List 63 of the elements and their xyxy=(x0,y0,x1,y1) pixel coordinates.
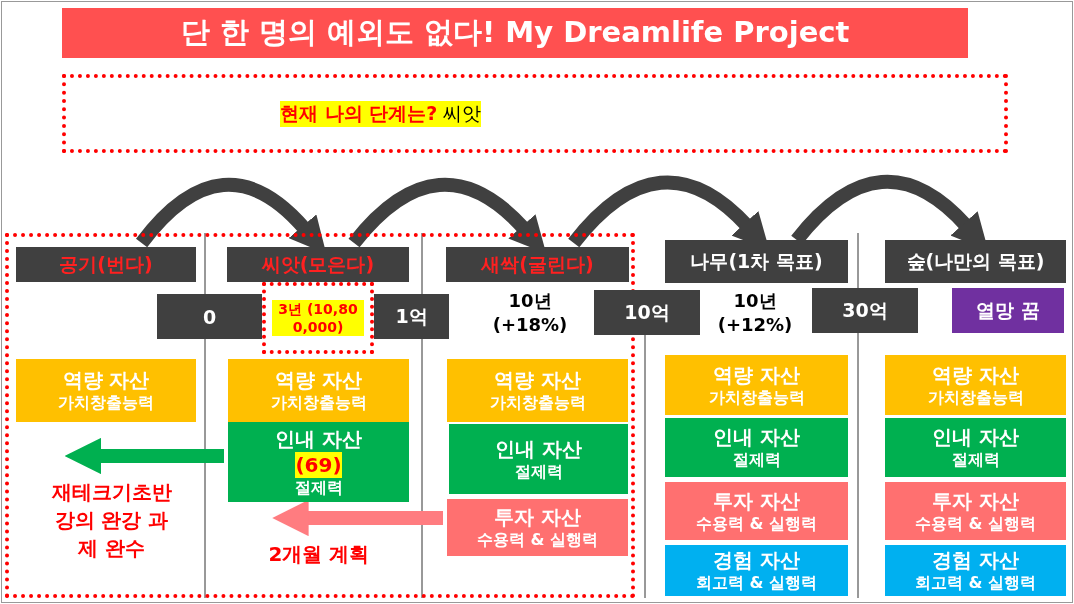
title-banner: 단 한 명의 예외도 없다! My Dreamlife Project xyxy=(62,8,968,58)
milestone-bar: 30억 xyxy=(812,288,918,333)
asset-card xyxy=(447,359,628,422)
asset-card xyxy=(228,359,409,422)
asset-card xyxy=(885,418,1066,477)
card-subtitle: 절제력 xyxy=(732,450,781,471)
period-text: 3년 (10,800,000) xyxy=(272,300,364,336)
stage-header: 새싹(굴린다) xyxy=(446,247,629,282)
asset-card xyxy=(885,355,1066,415)
card-title: 인내 자산 xyxy=(713,424,800,451)
asset-card xyxy=(665,482,848,540)
card-subtitle: 가치창출능력 xyxy=(58,393,154,414)
dotted-box xyxy=(262,282,374,354)
period-label: 10년 (+18%) xyxy=(491,288,569,337)
asset-card xyxy=(447,499,628,556)
card-title: 경험 자산 xyxy=(713,547,800,574)
milestone-bar: 0 xyxy=(157,294,262,339)
card-title: 경험 자산 xyxy=(932,547,1019,574)
asset-card xyxy=(885,482,1066,540)
asset-card xyxy=(665,418,848,477)
score-text: (69) xyxy=(295,451,342,478)
note-text: 2개월 계획 xyxy=(234,534,404,574)
card-subtitle: 절제력 xyxy=(294,477,343,499)
card-subtitle: 절제력 xyxy=(951,450,1000,471)
goal-badge: 열망 꿈 xyxy=(952,288,1064,333)
milestone-bar: 10억 xyxy=(594,290,700,335)
card-subtitle: 수용력 & 실행력 xyxy=(695,513,818,535)
card-subtitle: 가치창출능력 xyxy=(270,393,367,414)
card-title: 역량 자산 xyxy=(275,367,362,394)
card-title: 역량 자산 xyxy=(494,367,581,394)
arrow xyxy=(64,437,224,475)
asset-card xyxy=(665,355,848,415)
card-title: 인내 자산 xyxy=(495,435,582,462)
asset-card xyxy=(16,359,196,422)
card-subtitle: 가치창출능력 xyxy=(708,387,805,409)
card-subtitle: 가치창출능력 xyxy=(927,387,1024,409)
asset-card xyxy=(665,545,848,596)
card-title: 인내 자산 xyxy=(932,424,1019,451)
card-title: 투자 자산 xyxy=(713,487,800,514)
card-subtitle: 회고력 & 실행력 xyxy=(914,573,1037,594)
card-subtitle: 절제력 xyxy=(514,461,563,483)
card-subtitle: 수용력 & 실행력 xyxy=(914,513,1037,535)
card-subtitle: 회고력 & 실행력 xyxy=(695,573,818,594)
milestone-bar: 1억 xyxy=(374,294,449,339)
card-title: 투자 자산 xyxy=(494,504,581,531)
dotted-box xyxy=(62,74,1008,153)
asset-card xyxy=(228,422,409,502)
asset-card xyxy=(449,424,628,494)
card-title: 역량 자산 xyxy=(932,361,1019,388)
card-title: 역량 자산 xyxy=(713,361,800,388)
stage-header: 공기(번다) xyxy=(16,247,196,282)
card-subtitle: 가치창출능력 xyxy=(489,393,586,414)
card-title: 역량 자산 xyxy=(62,367,150,394)
asset-card xyxy=(885,545,1066,596)
card-title: 인내 자산 xyxy=(275,425,362,452)
stage-header: 나무(1차 목표) xyxy=(665,240,848,283)
stage-header: 숲(나만의 목표) xyxy=(885,240,1066,283)
period-label: 10년 (+12%) xyxy=(716,288,794,337)
card-subtitle: 수용력 & 실행력 xyxy=(476,530,599,551)
card-title: 투자 자산 xyxy=(932,487,1019,514)
stage-header: 씨앗(모은다) xyxy=(227,247,409,282)
note-text: 재테크기초반 강의 완강 과제 완수 xyxy=(29,472,194,567)
status-text: 현재 나의 단계는? 씨앗 xyxy=(280,100,482,127)
